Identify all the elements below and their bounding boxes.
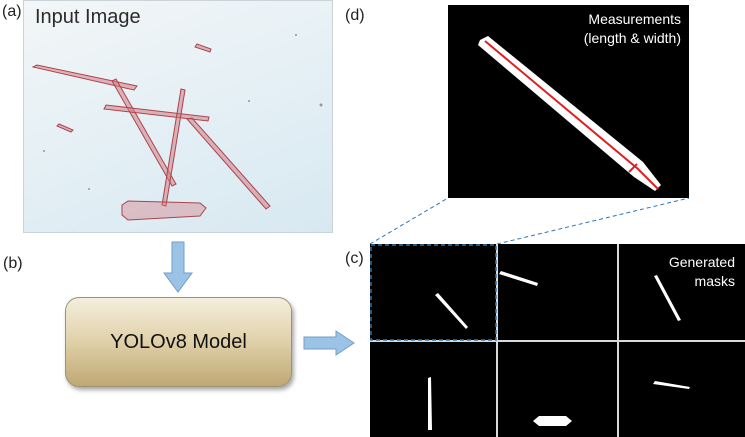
- fiber: [194, 43, 212, 53]
- mask: [499, 271, 538, 286]
- panel-label-a: (a): [2, 3, 22, 20]
- panel-label-d: (d): [345, 7, 365, 24]
- mask: [533, 416, 572, 426]
- fiber-micrograph: [31, 34, 323, 232]
- fiber-bundle: [121, 200, 207, 221]
- measurement-caption-line2: (length & width): [583, 30, 681, 46]
- input-image: Input Image: [23, 0, 333, 233]
- measurement-caption: Measurements (length & width): [584, 10, 681, 48]
- fiber: [161, 88, 186, 207]
- panel-label-c: (c): [345, 250, 364, 267]
- fiber: [111, 78, 177, 187]
- measured-fiber-mask: [478, 36, 661, 191]
- generated-masks-grid: Generated masks: [370, 244, 745, 437]
- panel-label-b: (b): [3, 255, 23, 272]
- model-name: YOLOv8 Model: [110, 330, 247, 353]
- highlighted-mask-tile: [370, 244, 497, 341]
- input-image-title: Input Image: [35, 6, 141, 28]
- fiber: [103, 104, 210, 122]
- mask: [654, 275, 681, 321]
- mask: [653, 381, 690, 389]
- mask: [435, 293, 468, 329]
- mask: [428, 377, 432, 430]
- masks-caption-line2: masks: [694, 273, 735, 289]
- down-arrow-icon: [163, 241, 193, 293]
- yolo-model-box: YOLOv8 Model: [65, 297, 292, 387]
- masks-caption: Generated masks: [669, 253, 735, 291]
- fiber: [186, 117, 271, 210]
- masks-caption-line1: Generated: [668, 254, 735, 270]
- fiber: [56, 123, 74, 133]
- measurement-image: Measurements (length & width): [448, 5, 689, 198]
- mask-tiles: [370, 244, 745, 437]
- right-arrow-icon: [303, 330, 355, 356]
- fiber: [31, 64, 138, 91]
- measurement-caption-line1: Measurements: [588, 11, 681, 27]
